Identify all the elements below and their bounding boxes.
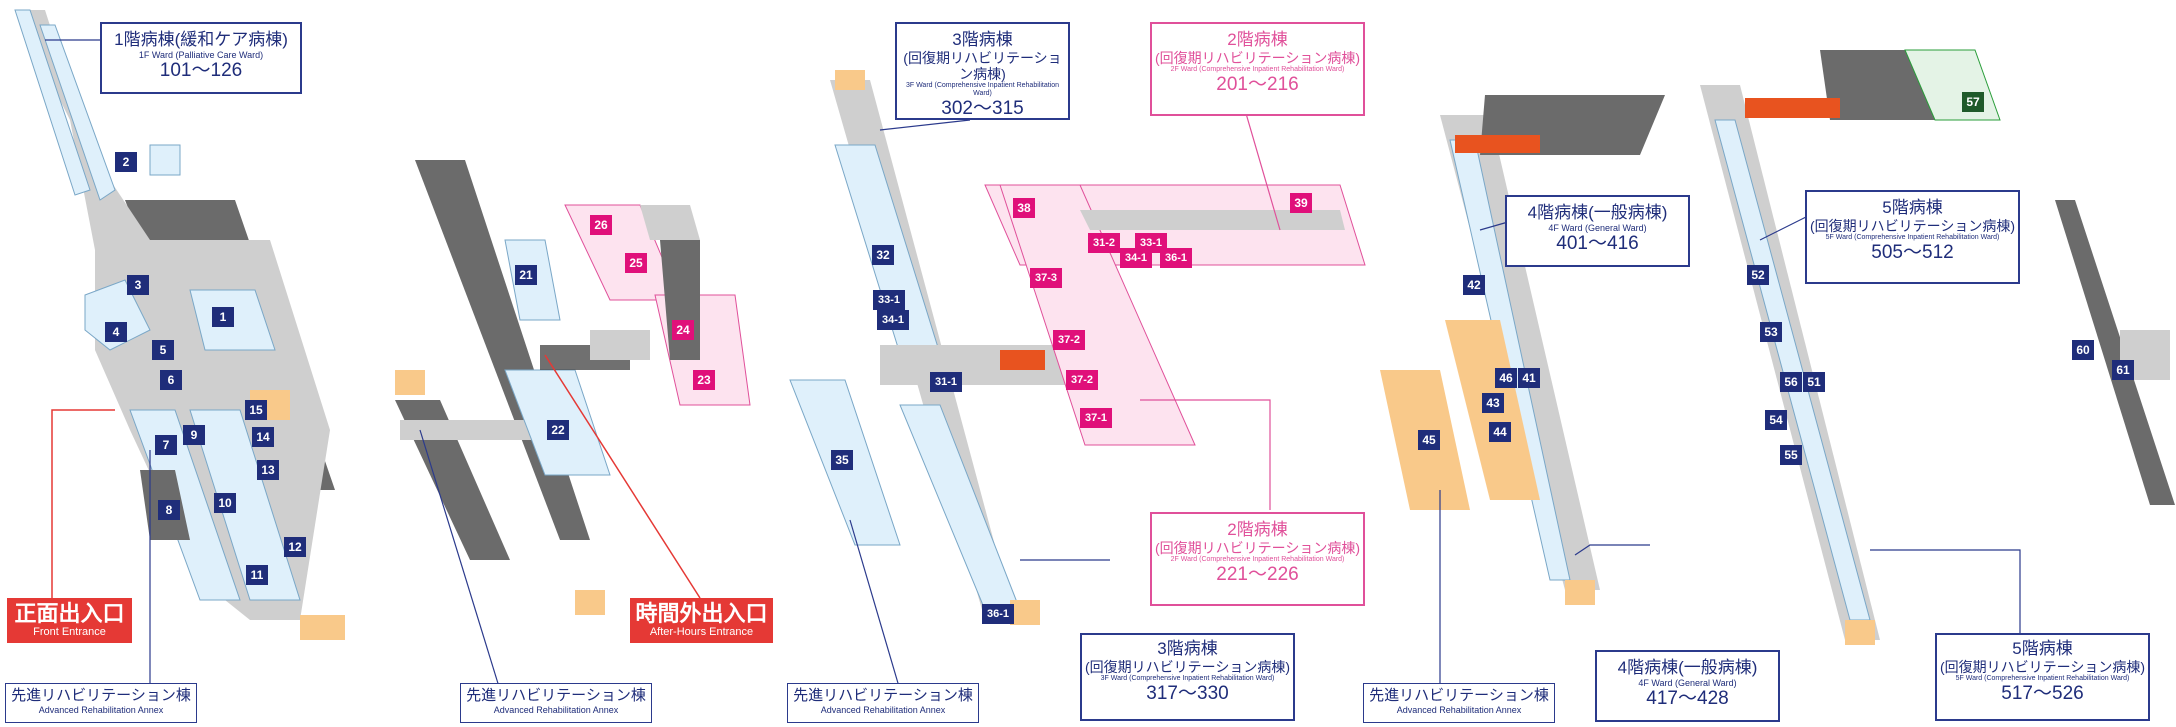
room-badge: 57 (1962, 92, 1984, 112)
room-badge: 46 (1495, 368, 1517, 388)
room-badge: 51 (1803, 372, 1825, 392)
room-badge: 36-1 (982, 604, 1014, 624)
room-badge: 35 (831, 450, 853, 470)
room-badge: 34-1 (877, 310, 909, 330)
room-badge: 22 (547, 420, 569, 440)
room-badge: 7 (155, 435, 177, 455)
room-badge: 38 (1013, 198, 1035, 218)
room-badge: 26 (590, 215, 612, 235)
room-badge: 1 (212, 307, 234, 327)
room-badge: 12 (284, 537, 306, 557)
room-badge: 44 (1489, 422, 1511, 442)
ward-label-4f-top: 4階病棟(一般病棟) 4F Ward (General Ward) 401〜41… (1505, 195, 1690, 267)
ward-label-1f: 1階病棟(緩和ケア病棟) 1F Ward (Palliative Care Wa… (100, 22, 302, 94)
room-badge: 15 (245, 400, 267, 420)
room-badge: 54 (1765, 410, 1787, 430)
ward-label-2f-bottom: 2階病棟 (回復期リハビリテーション病棟) 2F Ward (Comprehen… (1150, 512, 1365, 606)
floor-5-map (1700, 49, 2001, 645)
room-badge: 11 (246, 565, 268, 585)
ward-label-5f-top: 5階病棟 (回復期リハビリテーション病棟) 5F Ward (Comprehen… (1805, 190, 2020, 284)
room-badge: 32 (872, 245, 894, 265)
ward-label-2f-top: 2階病棟 (回復期リハビリテーション病棟) 2F Ward (Comprehen… (1150, 22, 1365, 116)
room-badge: 5 (152, 340, 174, 360)
room-badge: 4 (105, 322, 127, 342)
room-badge: 36-1 (1160, 248, 1192, 268)
room-badge: 33-1 (873, 290, 905, 310)
front-entrance-label: 正面出入口 Front Entrance (7, 598, 132, 643)
room-badge: 24 (672, 320, 694, 340)
room-badge: 2 (115, 152, 137, 172)
floor-4-map (1380, 95, 1665, 605)
room-badge: 45 (1418, 430, 1440, 450)
room-badge: 23 (693, 370, 715, 390)
room-badge: 55 (1780, 445, 1802, 465)
room-badge: 37-1 (1080, 408, 1112, 428)
room-badge: 39 (1290, 193, 1312, 213)
leader-lines (45, 39, 2021, 691)
room-badge: 34-1 (1120, 248, 1152, 268)
room-badge: 37-3 (1030, 268, 1062, 288)
floor-1-map (14, 9, 345, 640)
room-badge: 21 (515, 265, 537, 285)
room-badge: 42 (1463, 275, 1485, 295)
room-badge: 61 (2112, 360, 2134, 380)
pink-leader-lines (1140, 109, 1281, 510)
entrance-leader-lines (51, 354, 701, 599)
annex-label: 先進リハビリテーション棟 Advanced Rehabilitation Ann… (460, 683, 652, 723)
annex-label: 先進リハビリテーション棟 Advanced Rehabilitation Ann… (5, 683, 197, 723)
room-badge: 31-2 (1088, 233, 1120, 253)
ward-label-3f-top: 3階病棟 (回復期リハビリテーション病棟) 3F Ward (Comprehen… (895, 22, 1070, 120)
room-badge: 37-2 (1053, 330, 1085, 350)
room-badge: 3 (127, 275, 149, 295)
annex-label: 先進リハビリテーション棟 Advanced Rehabilitation Ann… (1363, 683, 1555, 723)
after-hours-entrance-label: 時間外出入口 After-Hours Entrance (630, 598, 773, 643)
room-badge: 9 (183, 425, 205, 445)
ward-label-3f-bottom: 3階病棟 (回復期リハビリテーション病棟) 3F Ward (Comprehen… (1080, 633, 1295, 721)
room-badge: 56 (1780, 372, 1802, 392)
room-badge: 6 (160, 370, 182, 390)
floor-2-map (395, 160, 751, 615)
room-badge: 10 (214, 493, 236, 513)
room-badge: 14 (252, 427, 274, 447)
ward-label-5f-bottom: 5階病棟 (回復期リハビリテーション病棟) 5F Ward (Comprehen… (1935, 633, 2150, 721)
room-badge: 53 (1760, 322, 1782, 342)
room-badge: 13 (257, 460, 279, 480)
room-badge: 37-2 (1066, 370, 1098, 390)
room-badge: 60 (2072, 340, 2094, 360)
room-badge: 8 (158, 500, 180, 520)
room-badge: 43 (1482, 393, 1504, 413)
room-badge: 31-1 (930, 372, 962, 392)
annex-label: 先進リハビリテーション棟 Advanced Rehabilitation Ann… (787, 683, 979, 723)
room-badge: 41 (1518, 368, 1540, 388)
room-badge: 25 (625, 253, 647, 273)
room-badge: 52 (1747, 265, 1769, 285)
floor-3-map (789, 70, 1366, 625)
ward-label-4f-bottom: 4階病棟(一般病棟) 4F Ward (General Ward) 417〜42… (1595, 650, 1780, 722)
